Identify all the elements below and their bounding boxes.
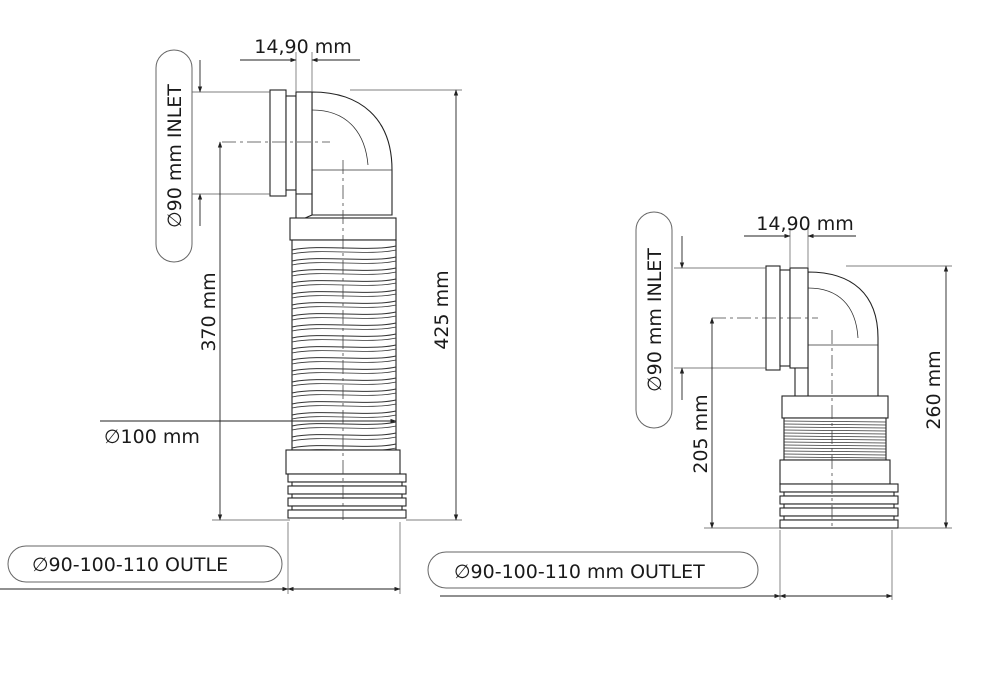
right-upper-collar	[781, 395, 889, 419]
left-outlet-rings	[287, 473, 407, 519]
left-diameter-label: ∅100 mm	[104, 426, 200, 448]
right-inner-height-label: 205 mm	[690, 394, 712, 473]
left-inner-height-label: 370 mm	[198, 272, 220, 351]
right-dimensions: 14,90 mm 205 mm 260 mm	[440, 213, 952, 600]
right-inlet-pill: ∅90 mm INLET	[635, 211, 673, 429]
right-lower-collar	[779, 459, 891, 485]
right-total-height-label: 260 mm	[923, 350, 945, 429]
right-outlet-rings	[779, 483, 899, 529]
left-gap-label: 14,90 mm	[254, 36, 351, 58]
left-elbow	[311, 91, 393, 216]
right-inlet-label: ∅90 mm INLET	[644, 248, 666, 392]
left-corrugated-hose	[291, 239, 397, 451]
left-hose-coils	[291, 245, 397, 453]
right-outlet-label: ∅90-100-110 mm OUTLET	[454, 561, 705, 583]
right-gap-label: 14,90 mm	[756, 213, 853, 235]
left-outlet-pill: ∅90-100-110 OUTLE	[7, 545, 283, 583]
left-outlet-label: ∅90-100-110 OUTLE	[32, 554, 228, 576]
left-inlet-label: ∅90 mm INLET	[164, 84, 186, 228]
left-inlet-socket	[269, 89, 287, 197]
right-thread-lines	[783, 420, 887, 459]
left-inlet-pill: ∅90 mm INLET	[155, 49, 193, 263]
left-fitting	[222, 89, 407, 520]
right-fitting	[712, 265, 899, 529]
left-dimensions: 14,90 mm 370 mm 425 mm ∅100 mm	[0, 36, 462, 594]
right-elbow	[807, 271, 879, 399]
left-total-height-label: 425 mm	[431, 270, 453, 349]
right-outlet-pill: ∅90-100-110 mm OUTLET	[427, 551, 759, 589]
